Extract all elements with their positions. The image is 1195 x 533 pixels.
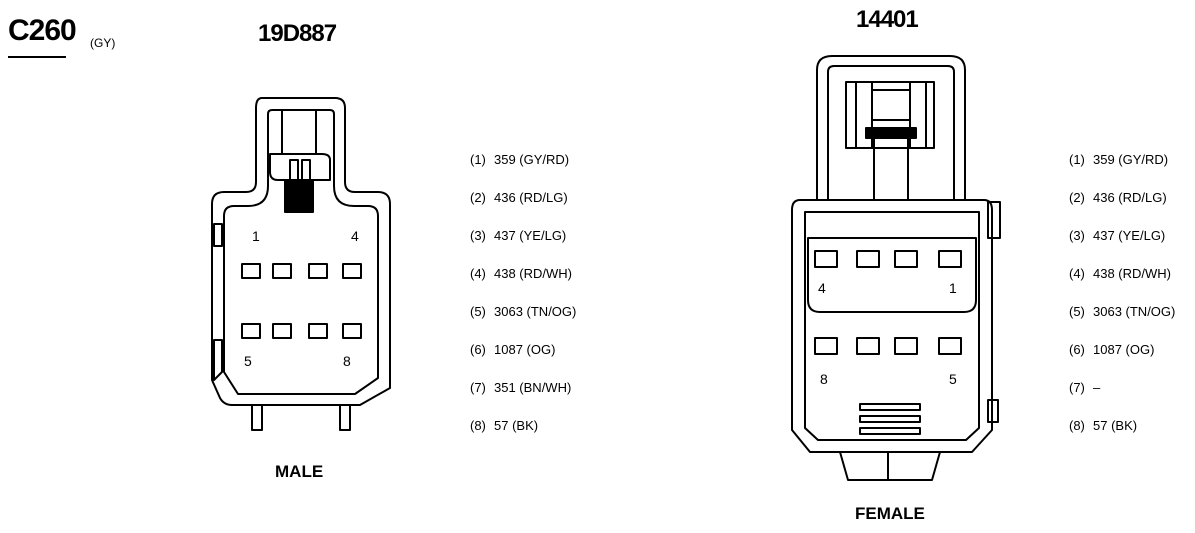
male-label-8: 8: [343, 353, 351, 369]
connector-id: C260: [8, 14, 77, 47]
pin-row: (5)3063 (TN/OG): [1069, 304, 1176, 319]
pin-row: (8)57 (BK): [1069, 418, 1138, 433]
pin-row: (4)438 (RD/WH): [470, 266, 573, 281]
male-label: MALE: [275, 462, 324, 481]
pin-row: (5)3063 (TN/OG): [470, 304, 577, 319]
male-part-number: 19D887: [258, 20, 337, 47]
male-label-5: 5: [244, 353, 252, 369]
pin-row: (8)57 (BK): [470, 418, 539, 433]
male-label-4: 4: [351, 228, 359, 244]
pin-row: (1)359 (GY/RD): [1069, 152, 1169, 167]
female-connector-face: [791, 55, 1001, 481]
connector-color: (GY): [90, 36, 116, 50]
female-part-number: 14401: [856, 6, 919, 33]
pin-row: (7)351 (BN/WH): [470, 380, 572, 395]
pin-row: (7)–: [1069, 380, 1101, 395]
female-label-5: 5: [949, 371, 957, 387]
pin-row: (3)437 (YE/LG): [470, 228, 567, 243]
connector-id-underline: [8, 56, 66, 58]
pin-row: (4)438 (RD/WH): [1069, 266, 1172, 281]
pin-row: (2)436 (RD/LG): [470, 190, 568, 205]
female-label: FEMALE: [855, 504, 925, 523]
female-label-1: 1: [949, 280, 957, 296]
male-connector-face: [211, 97, 391, 431]
female-label-8: 8: [820, 371, 828, 387]
pin-row: (1)359 (GY/RD): [470, 152, 570, 167]
pin-row: (6)1087 (OG): [470, 342, 556, 357]
male-label-1: 1: [252, 228, 260, 244]
pin-row: (3)437 (YE/LG): [1069, 228, 1166, 243]
female-label-4: 4: [818, 280, 826, 296]
pin-row: (2)436 (RD/LG): [1069, 190, 1167, 205]
pin-row: (6)1087 (OG): [1069, 342, 1155, 357]
